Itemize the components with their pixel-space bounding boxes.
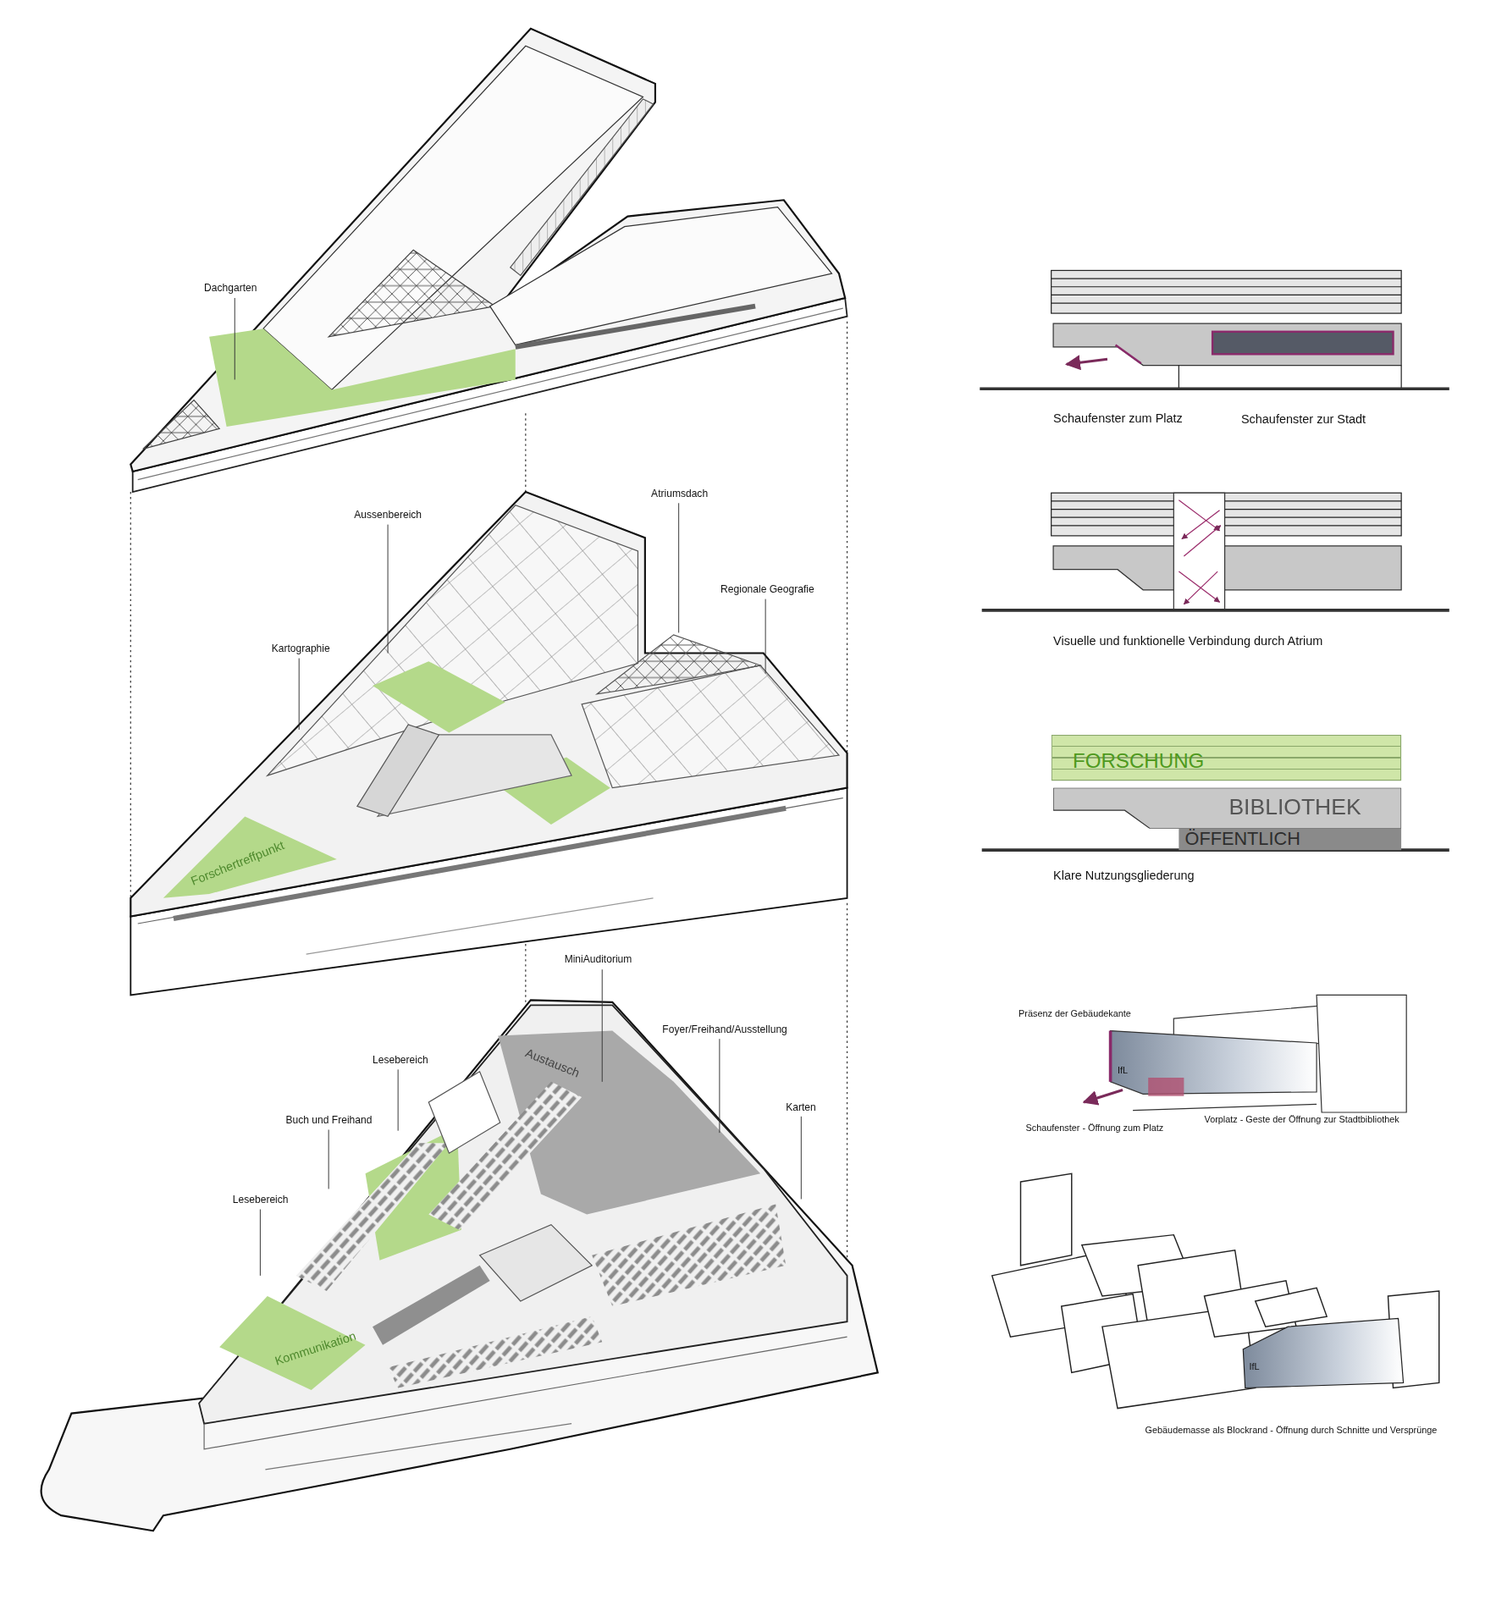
label: Schaufenster zum Platz bbox=[1053, 412, 1183, 427]
label: Präsenz der Gebäudekante bbox=[1018, 1008, 1132, 1019]
label: IfL bbox=[1249, 1361, 1260, 1372]
band-label: ÖFFENTLICH bbox=[1185, 828, 1301, 851]
label: IfL bbox=[1117, 1065, 1128, 1077]
band-shape bbox=[1053, 788, 1402, 829]
label: Kartographie bbox=[271, 642, 331, 655]
label: Buch und Freihand bbox=[286, 1114, 373, 1127]
label: Visuelle und funktionelle Verbindung dur… bbox=[1053, 634, 1323, 650]
research-band: FORSCHUNG bbox=[1051, 734, 1402, 781]
label: Atriumsdach bbox=[651, 487, 708, 500]
label: Schaufenster zur Stadt bbox=[1241, 413, 1366, 428]
label: Schaufenster - Öffnung zum Platz bbox=[1026, 1122, 1165, 1133]
label: Dachgarten bbox=[204, 281, 257, 294]
label: MiniAuditorium bbox=[564, 953, 633, 966]
label: Vorplatz - Geste der Öffnung zur Stadtbi… bbox=[1203, 1114, 1399, 1125]
label: Klare Nutzungsgliederung bbox=[1053, 869, 1194, 884]
label: Regionale Geografie bbox=[720, 584, 815, 597]
band-label: BIBLIOTHEK bbox=[1228, 794, 1361, 820]
label: Aussenbereich bbox=[353, 509, 422, 522]
label: Lesebereich bbox=[372, 1054, 429, 1066]
library-band: BIBLIOTHEK bbox=[1053, 788, 1402, 829]
label: Lesebereich bbox=[232, 1193, 289, 1206]
label: Karten bbox=[785, 1101, 817, 1114]
band-label: FORSCHUNG bbox=[1072, 749, 1204, 773]
public-band: ÖFFENTLICH bbox=[1178, 828, 1402, 851]
label: Foyer/Freihand/Ausstellung bbox=[662, 1023, 787, 1036]
label: Gebäudemasse als Blockrand - Öffnung dur… bbox=[1145, 1424, 1438, 1436]
